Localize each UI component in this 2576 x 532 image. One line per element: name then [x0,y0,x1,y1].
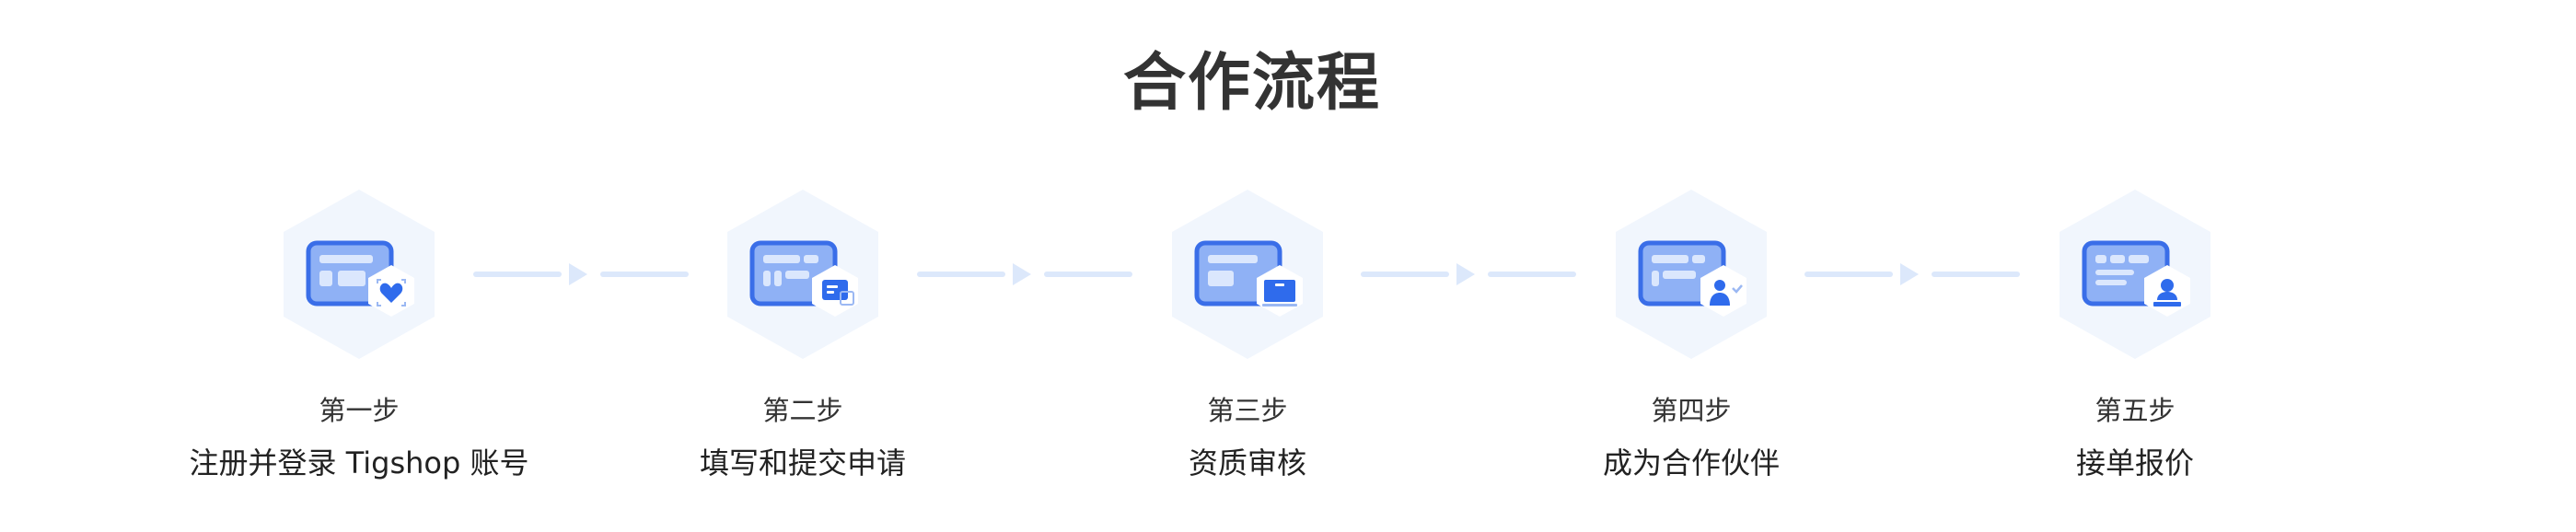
step-3-icon [1172,190,1323,359]
step-1: 第一步 注册并登录 Tigshop 账号 [120,184,598,484]
step-5: 第五步 接单报价 [1896,184,2374,484]
step-4-illustration [1608,184,1774,364]
message-icon [822,280,854,306]
step-1-illustration [276,184,442,364]
step-4-text: 成为合作伙伴 [1602,445,1780,480]
heart-icon [379,283,403,303]
step-1-number: 第一步 [319,395,400,426]
step-3-illustration [1165,184,1330,364]
connector-arrow-3 [1361,263,1576,285]
step-4: 第四步 成为合作伙伴 [1452,184,1931,484]
partner-icon [1710,280,1743,306]
step-3: 第三步 资质审核 [1008,184,1487,484]
step-5-illustration [2052,184,2218,364]
step-1-icon [284,190,435,359]
step-4-icon [1616,190,1767,359]
step-2-icon [727,190,878,359]
connector-arrow-2 [917,263,1132,285]
step-1-text: 注册并登录 Tigshop 账号 [189,445,529,480]
step-3-number: 第三步 [1207,395,1288,426]
step-4-number: 第四步 [1651,395,1732,426]
monitor-icon [1262,280,1297,306]
step-5-number: 第五步 [2094,395,2176,426]
step-5-text: 接单报价 [2075,445,2194,480]
step-2-number: 第二步 [762,395,843,426]
step-2-text: 填写和提交申请 [699,445,906,480]
step-5-icon [2060,190,2210,359]
step-3-text: 资质审核 [1188,445,1306,480]
step-2-illustration [720,184,886,364]
connector-arrow-1 [473,263,689,285]
step-2: 第二步 填写和提交申请 [563,184,1042,484]
connector-arrow-4 [1804,263,2020,285]
section-title: 合作流程 [1122,47,1381,120]
user-stamp-icon [2153,279,2181,306]
